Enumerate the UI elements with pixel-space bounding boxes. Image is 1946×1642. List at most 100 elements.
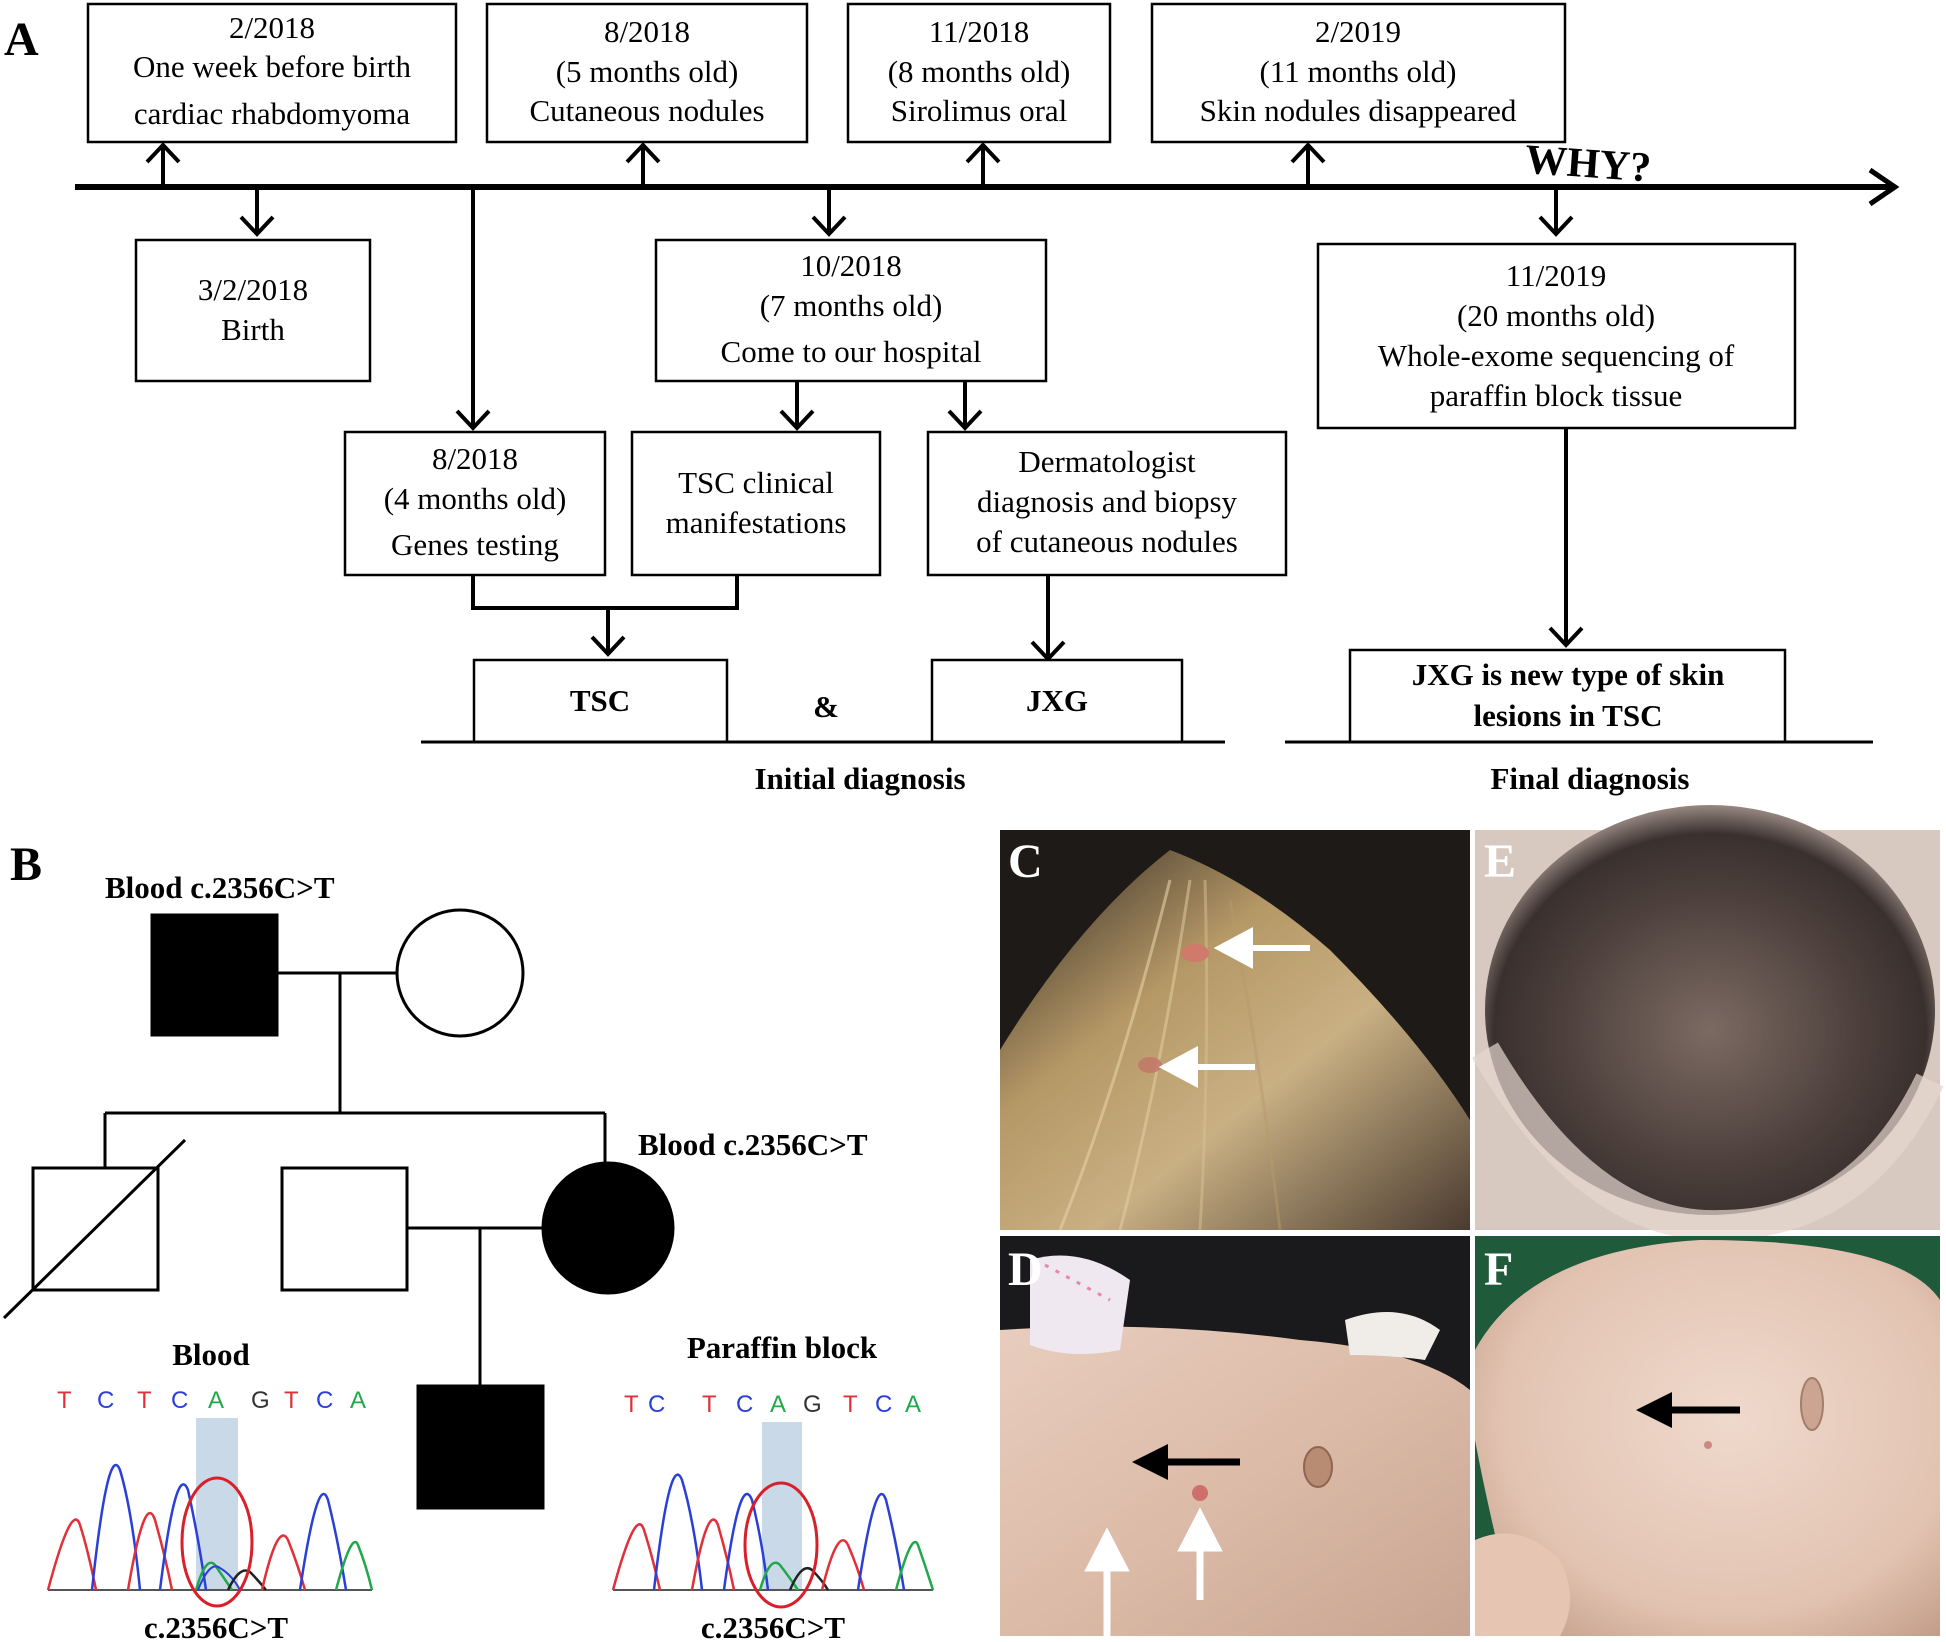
svg-text:D: D [1008, 1243, 1043, 1296]
nodule-c-2 [1138, 1057, 1162, 1073]
box-genes-testing: 8/2018 (4 months old) Genes testing [343, 430, 607, 577]
diagnosis-jxg: JXG [930, 658, 1184, 744]
svg-text:manifestations: manifestations [666, 505, 847, 540]
svg-text:A: A [770, 1391, 786, 1418]
nodule-c-1 [1181, 944, 1209, 962]
panel-label-b: B [10, 838, 42, 891]
svg-text:T: T [624, 1391, 639, 1418]
blood-chromatogram: T C T C A G T C A [46, 1387, 374, 1608]
blood-sequence-bases: T C T C A G T C A [57, 1387, 366, 1414]
event-above-1: 2/2018 One week before birth cardiac rha… [86, 2, 458, 144]
svg-text:Dermatologist: Dermatologist [1018, 444, 1196, 479]
svg-text:T: T [284, 1387, 299, 1414]
svg-text:3/2/2018: 3/2/2018 [198, 272, 308, 307]
svg-text:F: F [1484, 1243, 1513, 1296]
svg-text:C: C [171, 1387, 188, 1414]
svg-text:8/2018: 8/2018 [432, 441, 518, 476]
event-above-2: 8/2018 (5 months old) Cutaneous nodules [485, 2, 809, 144]
svg-text:T: T [137, 1387, 152, 1414]
paraffin-highlight-column [762, 1422, 802, 1590]
svg-text:C: C [1008, 835, 1043, 888]
white-arrow-icon [1084, 1507, 1223, 1636]
svg-text:(8 months old): (8 months old) [888, 54, 1071, 89]
panel-label-a: A [4, 13, 39, 66]
svg-text:One week before birth: One week before birth [133, 49, 412, 84]
hospital-arrows [779, 381, 983, 431]
svg-text:TSC clinical: TSC clinical [678, 465, 834, 500]
box-dermatologist: Dermatologist diagnosis and biopsy of cu… [926, 430, 1288, 577]
svg-text:G: G [251, 1387, 270, 1414]
pedigree [2, 908, 675, 1510]
svg-text:A: A [905, 1391, 921, 1418]
white-arrow-icon [1158, 927, 1310, 1088]
nodule-d [1192, 1485, 1208, 1501]
mother-affected-circle [541, 1161, 675, 1295]
mother-unaffected-circle [395, 908, 525, 1038]
photo-panel-c: C [1000, 830, 1470, 1231]
svg-text:Whole-exome sequencing of: Whole-exome sequencing of [1378, 338, 1735, 373]
svg-text:(4 months old): (4 months old) [384, 481, 567, 516]
svg-text:JXG is new type of skin: JXG is new type of skin [1412, 657, 1725, 692]
paraffin-variant-circle [743, 1481, 819, 1609]
timeline-arrowhead [1868, 167, 1900, 207]
event-below-birth: 3/2/2018 Birth [134, 238, 372, 383]
paraffin-sequence-bases: T C T C A G T C A [624, 1391, 921, 1418]
svg-text:11/2019: 11/2019 [1506, 258, 1606, 293]
down-arrows [239, 187, 1574, 431]
svg-text:T: T [702, 1391, 717, 1418]
svg-text:Genes testing: Genes testing [391, 527, 559, 562]
svg-text:JXG: JXG [1026, 683, 1088, 718]
svg-text:C: C [875, 1391, 892, 1418]
svg-text:of cutaneous nodules: of cutaneous nodules [976, 524, 1238, 559]
why-label: WHY? [1524, 137, 1653, 192]
svg-text:E: E [1484, 835, 1516, 888]
svg-text:lesions in TSC: lesions in TSC [1474, 698, 1663, 733]
svg-text:Sirolimus oral: Sirolimus oral [891, 93, 1068, 128]
svg-text:(5 months old): (5 months old) [556, 54, 739, 89]
svg-text:Skin nodules disappeared: Skin nodules disappeared [1200, 93, 1517, 128]
svg-text:8/2018: 8/2018 [604, 14, 690, 49]
svg-text:(7 months old): (7 months old) [760, 288, 943, 323]
paraffin-variant-label: c.2356C>T [701, 1610, 846, 1642]
spouse-unaffected-square [280, 1166, 409, 1292]
father-variant-label: Blood c.2356C>T [105, 870, 335, 905]
svg-text:C: C [97, 1387, 114, 1414]
up-arrows [145, 142, 1326, 187]
blood-highlight-column [196, 1418, 238, 1590]
svg-text:2/2019: 2/2019 [1315, 14, 1401, 49]
event-below-wes: 11/2019 (20 months old) Whole-exome sequ… [1316, 242, 1797, 430]
blood-variant-circle [180, 1476, 254, 1608]
black-arrow-icon [1636, 1392, 1740, 1428]
box-tsc-manifestations: TSC clinical manifestations [630, 430, 882, 577]
svg-text:TSC: TSC [570, 683, 630, 718]
photo-panel-f: F [1475, 1236, 1940, 1636]
event-above-4: 2/2019 (11 months old) Skin nodules disa… [1150, 2, 1567, 144]
event-above-3: 11/2018 (8 months old) Sirolimus oral [846, 2, 1112, 144]
proband-affected-square [416, 1384, 545, 1510]
svg-text:Cutaneous nodules: Cutaneous nodules [529, 93, 764, 128]
svg-text:G: G [803, 1391, 822, 1418]
nodule-f [1704, 1441, 1712, 1449]
svg-text:cardiac rhabdomyoma: cardiac rhabdomyoma [134, 96, 411, 131]
blood-variant-label: c.2356C>T [144, 1610, 289, 1642]
navel-d [1303, 1446, 1333, 1488]
diagnosis-final-box: JXG is new type of skin lesions in TSC [1348, 648, 1787, 744]
svg-text:11/2018: 11/2018 [929, 14, 1029, 49]
svg-text:2/2018: 2/2018 [229, 10, 315, 45]
event-below-hospital: 10/2018 (7 months old) Come to our hospi… [654, 238, 1048, 383]
svg-text:T: T [843, 1391, 858, 1418]
deceased-slash [2, 1138, 187, 1320]
svg-text:A: A [208, 1387, 224, 1414]
svg-text:Come to our hospital: Come to our hospital [721, 334, 982, 369]
mother-variant-label: Blood c.2356C>T [638, 1127, 868, 1162]
svg-text:(20 months old): (20 months old) [1457, 298, 1655, 333]
svg-text:diagnosis and biopsy: diagnosis and biopsy [977, 484, 1238, 519]
black-arrow-icon [1132, 1444, 1240, 1480]
photo-panel-e: E [1472, 805, 1944, 1241]
svg-text:C: C [648, 1391, 665, 1418]
navel-f [1800, 1377, 1824, 1431]
father-affected-square [150, 913, 279, 1037]
svg-text:A: A [350, 1387, 366, 1414]
photo-panel-d: D [1000, 1236, 1470, 1636]
merge-arrows [471, 428, 1584, 662]
